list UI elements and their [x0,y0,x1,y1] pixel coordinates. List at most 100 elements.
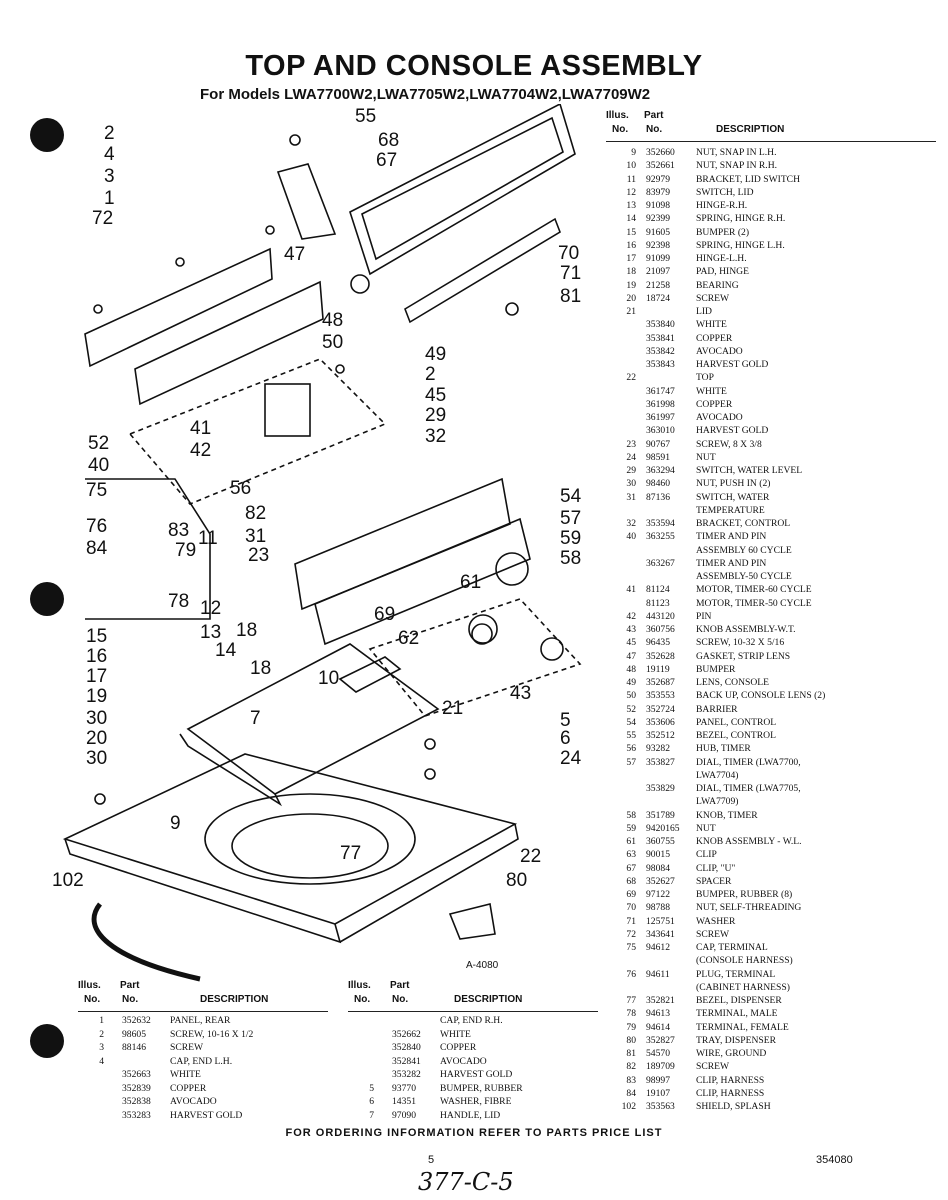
illus-number: 54 [626,716,636,728]
part-number: 352724 [646,703,675,715]
callout-label: 1 [104,188,115,209]
part-description: CAP, END R.H. [440,1015,503,1026]
part-number: 21097 [646,266,670,278]
part-number: 97122 [646,889,670,900]
callout-label: 80 [506,870,527,891]
part-description: BEZEL, DISPENSER [696,995,782,1006]
part-number: 353283 [122,1109,151,1121]
part-number: 90767 [646,438,670,450]
part-description: TERMINAL, FEMALE [696,1021,789,1033]
part-number: 92979 [646,173,670,185]
handwritten-note: 377-C-5 [418,1168,514,1196]
part-description: BEZEL, CONTROL [696,730,776,741]
illus-number: 77 [626,995,636,1006]
illus-number: 102 [621,1101,636,1112]
part-number: 360756 [646,624,675,635]
part-description: KNOB, TIMER [696,809,758,821]
illus-number: 9 [631,147,636,158]
part-description: PANEL, CONTROL [696,716,777,728]
part-number: 54570 [646,1048,670,1059]
callout-label: 24 [560,748,582,769]
part-number: 352840 [392,1042,421,1053]
part-number: 353840 [646,319,675,331]
part-description: CLIP [696,849,717,861]
part-description: SPACER [696,875,732,887]
illus-number: 83 [626,1074,636,1086]
page-subtitle: For Models LWA7700W2,LWA7705W2,LWA7704W2… [200,86,651,103]
callout-label: 81 [560,286,581,307]
callout-label: 69 [374,604,395,625]
callout-label: 18 [250,658,271,679]
part-number: 361998 [646,398,675,410]
part-description: BACK UP, CONSOLE LENS (2) [696,690,826,702]
illus-number: 20 [626,292,636,304]
part-number: 98591 [646,451,670,463]
part-number: 363010 [646,425,675,437]
part-number: 353829 [646,783,675,794]
part-description: SPRING, HINGE L.H. [696,239,785,251]
illus-number: 76 [626,968,636,980]
callout-label: 75 [86,480,107,501]
header-no: No. [84,994,101,1005]
part-description: SCREW, 10-32 x 5/16 [696,637,785,649]
header-part: Part [120,980,140,991]
part-number: 363267 [646,557,675,569]
part-description: SCREW, 10-16 x 1/2 [170,1028,254,1040]
part-description: WASHER, FIBRE [440,1096,512,1107]
illus-number: 16 [626,239,636,251]
header-description: DESCRIPTION [716,124,785,135]
part-description: COPPER [440,1042,477,1053]
part-description: ASSEMBLY-50 CYCLE [696,571,792,582]
part-number: 81124 [646,584,670,596]
part-number: 343641 [646,928,675,940]
illus-number: 32 [626,518,636,529]
part-number: 18724 [646,292,670,304]
callout-label: 40 [88,455,109,476]
table-row: ASSEMBLY 60 CYCLE [606,544,936,557]
part-number: 352827 [646,1034,675,1046]
part-number: 91098 [646,200,670,211]
table-row: 353283 HARVEST GOLD [78,1109,338,1123]
illus-number: 84 [626,1087,636,1099]
part-description: HUB, TIMER [696,743,751,755]
callout-label: 23 [248,545,269,566]
part-number: 94613 [646,1008,670,1020]
part-number: 14351 [392,1096,416,1107]
part-description: PIN [696,610,712,622]
illus-number: 15 [626,226,636,238]
part-description: HARVEST GOLD [170,1109,243,1121]
part-number: 94612 [646,942,670,953]
part-number: 363294 [646,465,675,476]
callout-label: 52 [88,433,109,454]
part-description: TIMER AND PIN [696,557,767,569]
header-illus: Illus. [78,980,101,991]
illus-number: 41 [626,584,636,596]
part-number: 98084 [646,862,670,874]
punch-hole-middle [30,582,64,616]
table-row: TEMPERATURE [606,504,936,517]
header-part: Part [644,110,664,121]
callout-label: 62 [398,628,419,649]
callout-label: 30 [86,748,107,769]
part-description: MOTOR, TIMER-50 CYCLE [696,597,812,609]
illus-number: 10 [626,160,636,172]
part-description: MOTOR, TIMER-60 CYCLE [696,584,812,596]
part-number: 352839 [122,1082,151,1094]
header-no: No. [354,994,371,1005]
callout-label: 4 [104,144,115,165]
part-description: SPRING, HINGE R.H. [696,213,786,225]
